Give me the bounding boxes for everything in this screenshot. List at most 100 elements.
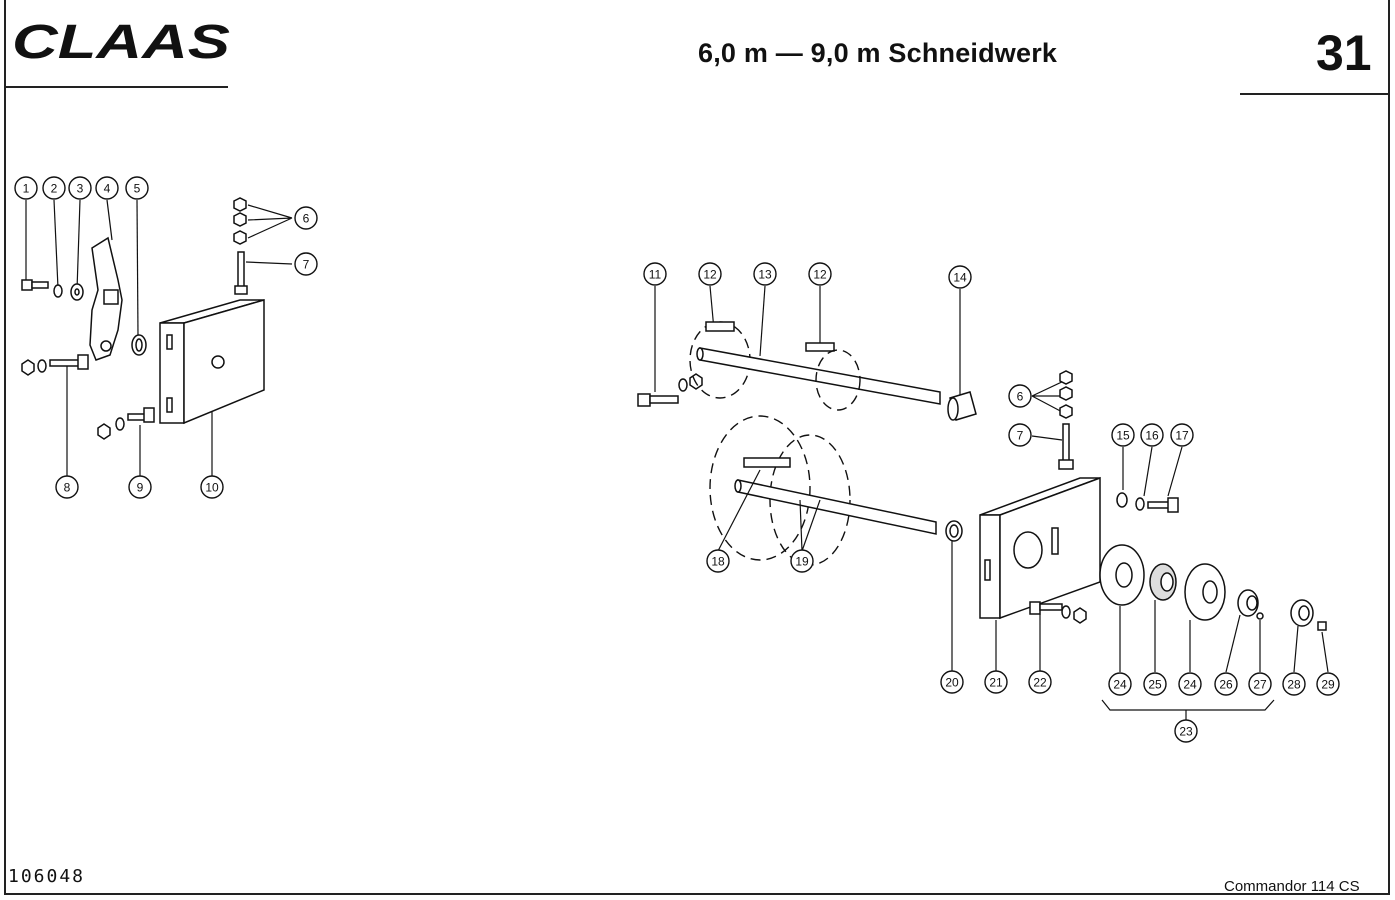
doc-code: 106048 [8, 866, 86, 887]
bolt-nut-part-9 [97, 407, 155, 440]
callout-7: 7 [1008, 423, 1032, 447]
bushing-part-20 [945, 520, 963, 542]
callout-21: 21 [984, 670, 1008, 694]
page-title: 6,0 m — 9,0 m Schneidwerk [698, 38, 1058, 68]
callout-22: 22 [1028, 670, 1052, 694]
callout-circle [55, 475, 79, 499]
shaft-part-19 [734, 479, 937, 535]
bolt-part-1 [21, 279, 49, 291]
callout-label: 6 [303, 212, 310, 226]
callout-circle [706, 549, 730, 573]
pulley-outline [709, 415, 811, 561]
callout-circle [1008, 423, 1032, 447]
callout-circle [1282, 672, 1306, 696]
callout-circle [948, 265, 972, 289]
callout-2: 2 [42, 176, 66, 200]
callout-8: 8 [55, 475, 79, 499]
bolt-part-22 [1029, 601, 1087, 624]
callout-1: 1 [14, 176, 38, 200]
long-bolt-part-7b [1058, 423, 1074, 470]
screw-part-29 [1317, 621, 1327, 631]
callout-circle [1174, 719, 1198, 743]
bearing-part-28 [1290, 599, 1314, 627]
callout-26: 26 [1214, 672, 1238, 696]
bolt-part-17 [1147, 497, 1179, 513]
callout-10: 10 [200, 475, 224, 499]
key-part-12a [705, 321, 735, 332]
key-part-18 [743, 457, 791, 468]
washer-part-16 [1135, 497, 1145, 511]
callout-circle [125, 176, 149, 200]
page-frame [4, 0, 1390, 895]
claas-logo-text: CLAAS [12, 18, 230, 66]
callout-label: 12 [703, 268, 717, 282]
callout-label: 23 [1179, 725, 1193, 739]
left-assembly [21, 197, 293, 476]
bolt-part-11 [637, 373, 703, 407]
callout-20: 20 [940, 670, 964, 694]
lower-shaft-assembly [709, 370, 1329, 720]
callout-6: 6 [1008, 384, 1032, 408]
callout-15: 15 [1111, 423, 1135, 447]
header-rule-left [4, 86, 228, 88]
callout-5: 5 [125, 176, 149, 200]
callout-label: 11 [649, 268, 662, 282]
upper-shaft-assembly [637, 285, 977, 421]
callout-circle [1170, 423, 1194, 447]
callout-circle [1178, 672, 1202, 696]
callout-circle [128, 475, 152, 499]
bearing-flange-part-24a [1099, 544, 1145, 606]
claas-logo: CLAAS [12, 18, 230, 66]
callout-label: 14 [953, 271, 967, 285]
callout-19: 19 [790, 549, 814, 573]
callout-label: 19 [795, 555, 809, 569]
callout-label: 24 [1183, 678, 1197, 692]
callout-14: 14 [948, 265, 972, 289]
callout-circle [200, 475, 224, 499]
callout-13: 13 [753, 262, 777, 286]
page-number: 31 [1316, 25, 1372, 81]
callout-label: 4 [104, 182, 111, 196]
callout-label: 7 [1017, 429, 1024, 443]
flange-part-right [815, 349, 861, 411]
callout-label: 13 [758, 268, 772, 282]
plate-part-10 [159, 299, 265, 425]
callout-29: 29 [1316, 672, 1340, 696]
callout-circle [1028, 670, 1052, 694]
callout-circle [698, 262, 722, 286]
housing-plate-part-21 [979, 476, 1101, 620]
callout-label: 7 [303, 258, 310, 272]
callout-17: 17 [1170, 423, 1194, 447]
callout-label: 2 [51, 182, 58, 196]
callout-circle [294, 206, 318, 230]
bushing-part-14 [947, 391, 977, 421]
callout-16: 16 [1140, 423, 1164, 447]
callout-circle [753, 262, 777, 286]
callout-circle [1316, 672, 1340, 696]
callout-23: 23 [1174, 719, 1198, 743]
model-name: Commandor 114 CS [1224, 878, 1360, 895]
callout-label: 12 [813, 268, 827, 282]
callout-6: 6 [294, 206, 318, 230]
washer-part-2 [53, 284, 63, 298]
callout-label: 27 [1253, 678, 1267, 692]
callout-label: 29 [1321, 678, 1335, 692]
callout-circle [1140, 423, 1164, 447]
key-part-12b [805, 342, 835, 352]
callout-circle [940, 670, 964, 694]
callout-28: 28 [1282, 672, 1306, 696]
callout-label: 24 [1113, 678, 1127, 692]
callout-label: 10 [205, 481, 219, 495]
callout-label: 5 [134, 182, 141, 196]
callout-circle [1143, 672, 1167, 696]
callout-3: 3 [68, 176, 92, 200]
callout-circle [1008, 384, 1032, 408]
callout-9: 9 [128, 475, 152, 499]
callout-label: 15 [1116, 429, 1130, 443]
washer-part-15 [1116, 492, 1128, 508]
callout-circle [14, 176, 38, 200]
callout-12: 12 [698, 262, 722, 286]
bearing-part-25 [1149, 563, 1177, 601]
long-bolt-part-7 [234, 251, 248, 295]
